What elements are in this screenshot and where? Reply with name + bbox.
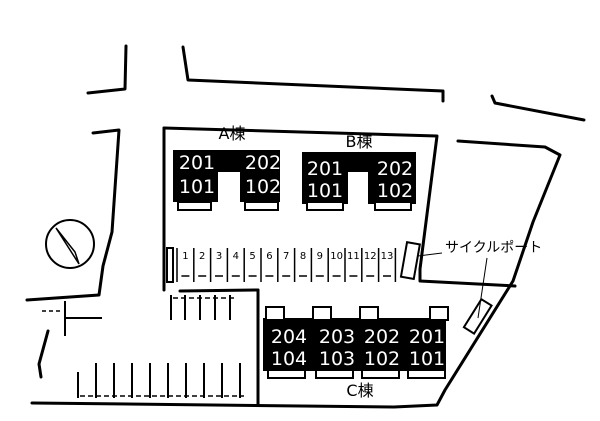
cycle-port-label: サイクルポート bbox=[445, 240, 542, 256]
unit-b-101: 101 bbox=[307, 180, 343, 202]
unit-c-204: 204 bbox=[271, 326, 307, 348]
parking-slot-number: 1 bbox=[182, 251, 188, 262]
entrance-marker bbox=[42, 301, 102, 336]
unit-c-202: 202 bbox=[364, 326, 400, 348]
unit-a-202: 202 bbox=[245, 152, 281, 174]
parking-slot-number: 3 bbox=[216, 251, 222, 262]
parking-slot-number: 4 bbox=[233, 251, 239, 262]
unit-c-104: 104 bbox=[271, 348, 307, 370]
unit-c-103: 103 bbox=[319, 348, 355, 370]
building-b-name: B棟 bbox=[346, 132, 373, 151]
road-lines bbox=[25, 44, 586, 409]
cycle-port: サイクルポート bbox=[399, 240, 542, 335]
unit-a-102: 102 bbox=[245, 176, 281, 198]
building-a-name: A棟 bbox=[219, 124, 246, 143]
unit-c-102: 102 bbox=[364, 348, 400, 370]
parking-stripes-middle bbox=[170, 295, 234, 320]
unit-a-201: 201 bbox=[179, 152, 215, 174]
parking-slot-number: 6 bbox=[266, 251, 272, 262]
unit-b-202: 202 bbox=[377, 158, 413, 180]
compass-north-arrow-icon bbox=[45, 219, 95, 269]
building-c: C棟 204 203 202 201 104 103 102 101 bbox=[263, 306, 449, 400]
unit-b-102: 102 bbox=[377, 180, 413, 202]
parking-slot-number: 2 bbox=[199, 251, 205, 262]
parking-slot-number: 12 bbox=[364, 251, 377, 262]
unit-c-203: 203 bbox=[319, 326, 355, 348]
unit-b-201: 201 bbox=[307, 158, 343, 180]
unit-c-101: 101 bbox=[409, 348, 445, 370]
parking-slot-number: 5 bbox=[249, 251, 255, 262]
parking-slot-number: 11 bbox=[347, 251, 360, 262]
building-a: A棟 201 202 101 102 bbox=[173, 124, 281, 211]
parking-slot-number: 8 bbox=[300, 251, 306, 262]
unit-a-101: 101 bbox=[179, 176, 215, 198]
building-c-name: C棟 bbox=[346, 381, 373, 400]
parking-slot-number: 7 bbox=[283, 251, 289, 262]
parking-slot-number: 13 bbox=[381, 251, 394, 262]
parking-slot-number: 10 bbox=[330, 251, 343, 262]
parking-stripes-bottom bbox=[77, 363, 244, 398]
building-b: B棟 201 202 101 102 bbox=[302, 132, 416, 211]
unit-c-201: 201 bbox=[409, 326, 445, 348]
parking-slot-number: 9 bbox=[317, 251, 323, 262]
